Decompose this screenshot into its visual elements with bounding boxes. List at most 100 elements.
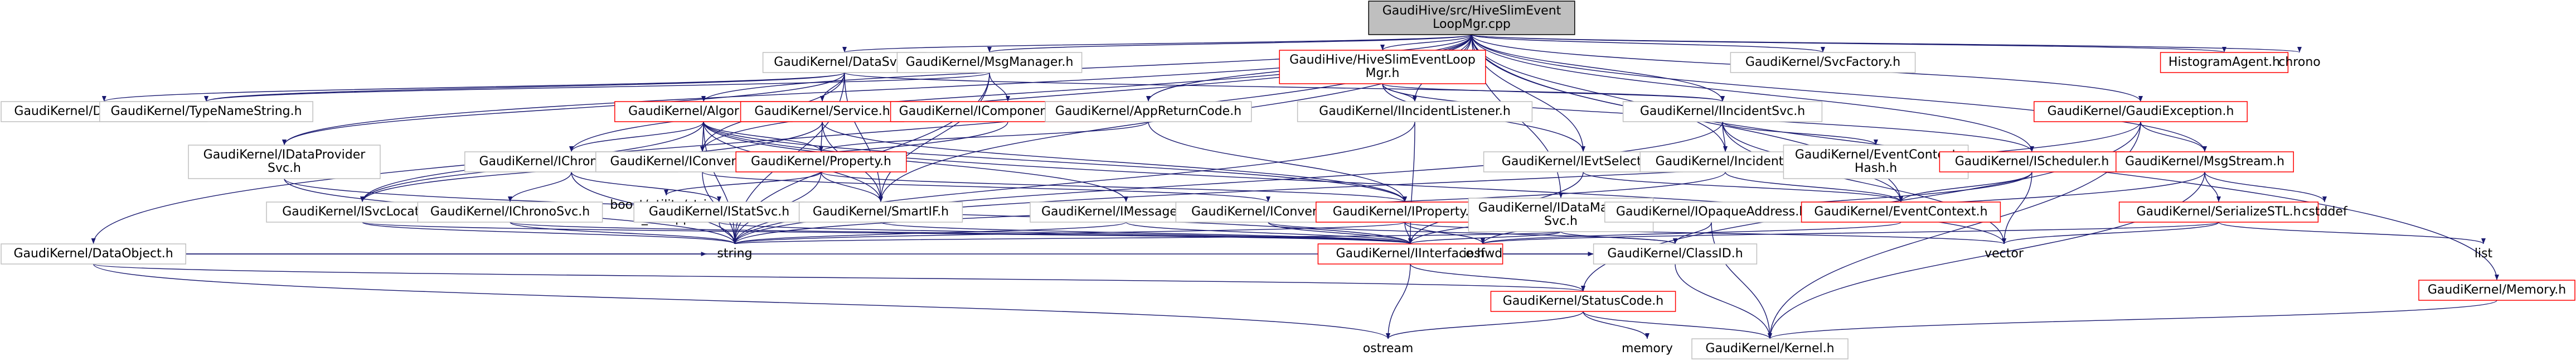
edge-idatamanager-to-string xyxy=(733,231,1561,244)
node-label: Hash.h xyxy=(1855,161,1897,175)
node-gaudikernel-service-h[interactable]: GaudiKernel/Service.h xyxy=(740,101,905,122)
edge-serializestl-to-vector xyxy=(2002,222,2219,244)
node-box xyxy=(2116,151,2294,172)
node-label: LoopMgr.cpp xyxy=(1433,17,1511,31)
node-box xyxy=(1490,291,1676,312)
edge-isvclocator-to-string xyxy=(362,222,737,244)
node-label: vector xyxy=(1985,247,2024,261)
node-ostream[interactable]: ostream xyxy=(1363,342,1414,356)
node-gaudikernel-ischeduler-h[interactable]: GaudiKernel/IScheduler.h xyxy=(1939,151,2125,172)
node-gaudikernel-statuscode-h[interactable]: GaudiKernel/StatusCode.h xyxy=(1490,291,1676,312)
node-list[interactable]: list xyxy=(2475,247,2493,261)
node-label: GaudiKernel/SvcFactory.h xyxy=(1745,55,1900,69)
node-gaudikernel-serializestl-h[interactable]: GaudiKernel/SerializeSTL.h xyxy=(2118,201,2319,223)
edge-gaudiexception-to-msgstream xyxy=(2140,121,2207,152)
node-gaudikernel-iincidentsvc-h[interactable]: GaudiKernel/IIncidentSvc.h xyxy=(1622,101,1823,122)
node-gaudikernel-istatsvc-h[interactable]: GaudiKernel/IStatSvc.h xyxy=(633,201,805,223)
edge-serializestl-to-list xyxy=(2218,222,2486,244)
node-box xyxy=(1317,243,1503,265)
node-gaudikernel-iproperty-h[interactable]: GaudiKernel/IProperty.h xyxy=(1316,201,1494,223)
node-box xyxy=(99,101,313,122)
node-label: GaudiKernel/IOpaqueAddress.h xyxy=(1616,205,1807,219)
node-chrono[interactable]: chrono xyxy=(2278,55,2320,69)
node-label: GaudiKernel/IInterface.h xyxy=(1336,247,1485,261)
node-gaudikernel-msgmanager-h[interactable]: GaudiKernel/MsgManager.h xyxy=(896,52,1083,73)
node-gaudikernel-msgstream-h[interactable]: GaudiKernel/MsgStream.h xyxy=(2116,151,2294,172)
edge-root-to-datasvc xyxy=(842,34,1472,53)
node-label: GaudiKernel/EventContext.h xyxy=(1814,205,1987,219)
edge-serializestl-to-iosfwd xyxy=(1481,222,2219,244)
node-gaudikernel-memory-h[interactable]: GaudiKernel/Memory.h xyxy=(2418,280,2575,301)
edge-algorithm-to-iproperty xyxy=(703,121,1407,203)
edge-datasvc-to-idataprovider xyxy=(282,72,845,146)
node-gaudikernel-typenamestring-h[interactable]: GaudiKernel/TypeNameString.h xyxy=(99,101,313,122)
node-gaudikernel-property-h[interactable]: GaudiKernel/Property.h xyxy=(735,151,907,172)
node-label: GaudiKernel/GaudiException.h xyxy=(2048,104,2234,118)
edge-root-to-hiveloop xyxy=(1380,34,1472,51)
edge-root-to-chrono xyxy=(1471,34,2302,53)
edge-algorithm-to-property xyxy=(703,121,823,152)
node-label: GaudiKernel/ISvcLocator.h xyxy=(282,205,443,219)
node-box xyxy=(188,145,381,179)
node-label: GaudiKernel/EventContext xyxy=(1795,148,1957,162)
node-label: HistogramAgent.h xyxy=(2169,55,2280,69)
node-gaudikernel-ichronosvc-h[interactable]: GaudiKernel/IChronoSvc.h xyxy=(417,201,603,223)
edge-msgstream-to-serializestl xyxy=(2204,171,2221,203)
node-box xyxy=(1297,101,1533,122)
edge-root-to-msgstream xyxy=(1471,34,2207,152)
edge-datasvc-to-smartif xyxy=(844,72,883,203)
node-gaudikernel-svcfactory-h[interactable]: GaudiKernel/SvcFactory.h xyxy=(1730,52,1916,73)
node-histogramagent-h[interactable]: HistogramAgent.h xyxy=(2160,52,2289,73)
node-gaudikernel-appreturncode-h[interactable]: GaudiKernel/AppReturnCode.h xyxy=(1045,101,1252,122)
node-label: GaudiKernel/DataObject.h xyxy=(13,247,173,261)
node-box xyxy=(1639,151,1811,172)
node-label: GaudiKernel/Property.h xyxy=(751,155,891,169)
node-label: GaudiKernel/IProperty.h xyxy=(1333,205,1477,219)
edge-imessagesvc-to-string xyxy=(732,222,1127,244)
node-gaudikernel-iincidentlistener-h[interactable]: GaudiKernel/IIncidentListener.h xyxy=(1297,101,1533,122)
node-string[interactable]: string xyxy=(717,247,752,261)
edge-property-to-boost xyxy=(664,171,822,196)
node-label: list xyxy=(2475,247,2493,261)
node-label: Mgr.h xyxy=(1366,66,1400,80)
edge-root-to-algorithm xyxy=(701,34,1472,102)
node-gaudikernel-kernel-h[interactable]: GaudiKernel/Kernel.h xyxy=(1691,338,1849,359)
node-box xyxy=(1801,201,2001,223)
node-label: GaudiKernel/IEvtSelector.h xyxy=(1502,155,1665,169)
edge-dataobject-to-statuscode xyxy=(93,263,1585,292)
node-gaudikernel-eventcontext-h[interactable]: GaudiKernel/EventContext.h xyxy=(1801,201,2001,223)
node-gaudikernel-iinterface-h[interactable]: GaudiKernel/IInterface.h xyxy=(1317,243,1503,265)
node-label: cstddef xyxy=(2302,205,2348,219)
node-iosfwd[interactable]: iosfwd xyxy=(1463,247,1502,261)
node-box xyxy=(798,201,963,223)
node-label: GaudiKernel/DataSvc.h xyxy=(774,55,915,69)
node-gaudikernel-dataobject-h[interactable]: GaudiKernel/DataObject.h xyxy=(1,243,186,265)
node-cstddef[interactable]: cstddef xyxy=(2302,205,2348,219)
edge-gaudiexception-to-string xyxy=(732,121,2141,244)
node-label: ostream xyxy=(1363,342,1414,356)
node-memory[interactable]: memory xyxy=(1622,342,1673,356)
node-label: GaudiKernel/MsgStream.h xyxy=(2125,155,2284,169)
node-box xyxy=(1593,243,1758,265)
edge-iappreturn-to-property xyxy=(819,121,1149,152)
node-box xyxy=(2418,280,2575,301)
node-gaudikernel-iopaqueaddress-h[interactable]: GaudiKernel/IOpaqueAddress.h xyxy=(1604,201,1818,223)
node-label: GaudiHive/HiveSlimEventLoop xyxy=(1289,53,1476,67)
node-label: GaudiKernel/TypeNameString.h xyxy=(110,104,302,118)
node-box xyxy=(1368,1,1575,35)
node-label: GaudiKernel/IIncidentListener.h xyxy=(1319,104,1511,118)
node-gaudikernel-smartif-h[interactable]: GaudiKernel/SmartIF.h xyxy=(798,201,963,223)
node-gaudikernel-gaudiexception-h[interactable]: GaudiKernel/GaudiException.h xyxy=(2034,101,2248,122)
node-gaudikernel-incident-h[interactable]: GaudiKernel/Incident.h xyxy=(1639,151,1811,172)
edge-ichronosvc-to-iinterface xyxy=(510,222,1413,244)
node-vector[interactable]: vector xyxy=(1985,247,2024,261)
edge-memory_h-to-kernel xyxy=(1768,300,2497,339)
edge-eventcontext-to-iosfwd xyxy=(1481,222,1901,244)
node-gaudikernel-classid-h[interactable]: GaudiKernel/ClassID.h xyxy=(1593,243,1758,265)
edge-datasvc-to-typename xyxy=(204,72,845,102)
node-box xyxy=(417,201,603,223)
